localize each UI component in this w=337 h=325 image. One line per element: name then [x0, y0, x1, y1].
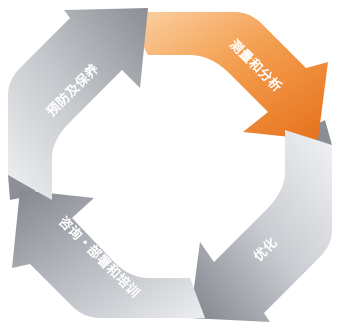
arrow-optimize: [190, 130, 332, 322]
arrow-prevent: [8, 8, 148, 200]
segment-optimize: [190, 130, 332, 322]
arrow-consult: [12, 190, 205, 318]
segment-measure: [125, 12, 328, 140]
segment-prevent: [8, 8, 148, 200]
arrow-measure: [125, 12, 328, 140]
segment-consult: [12, 190, 205, 318]
